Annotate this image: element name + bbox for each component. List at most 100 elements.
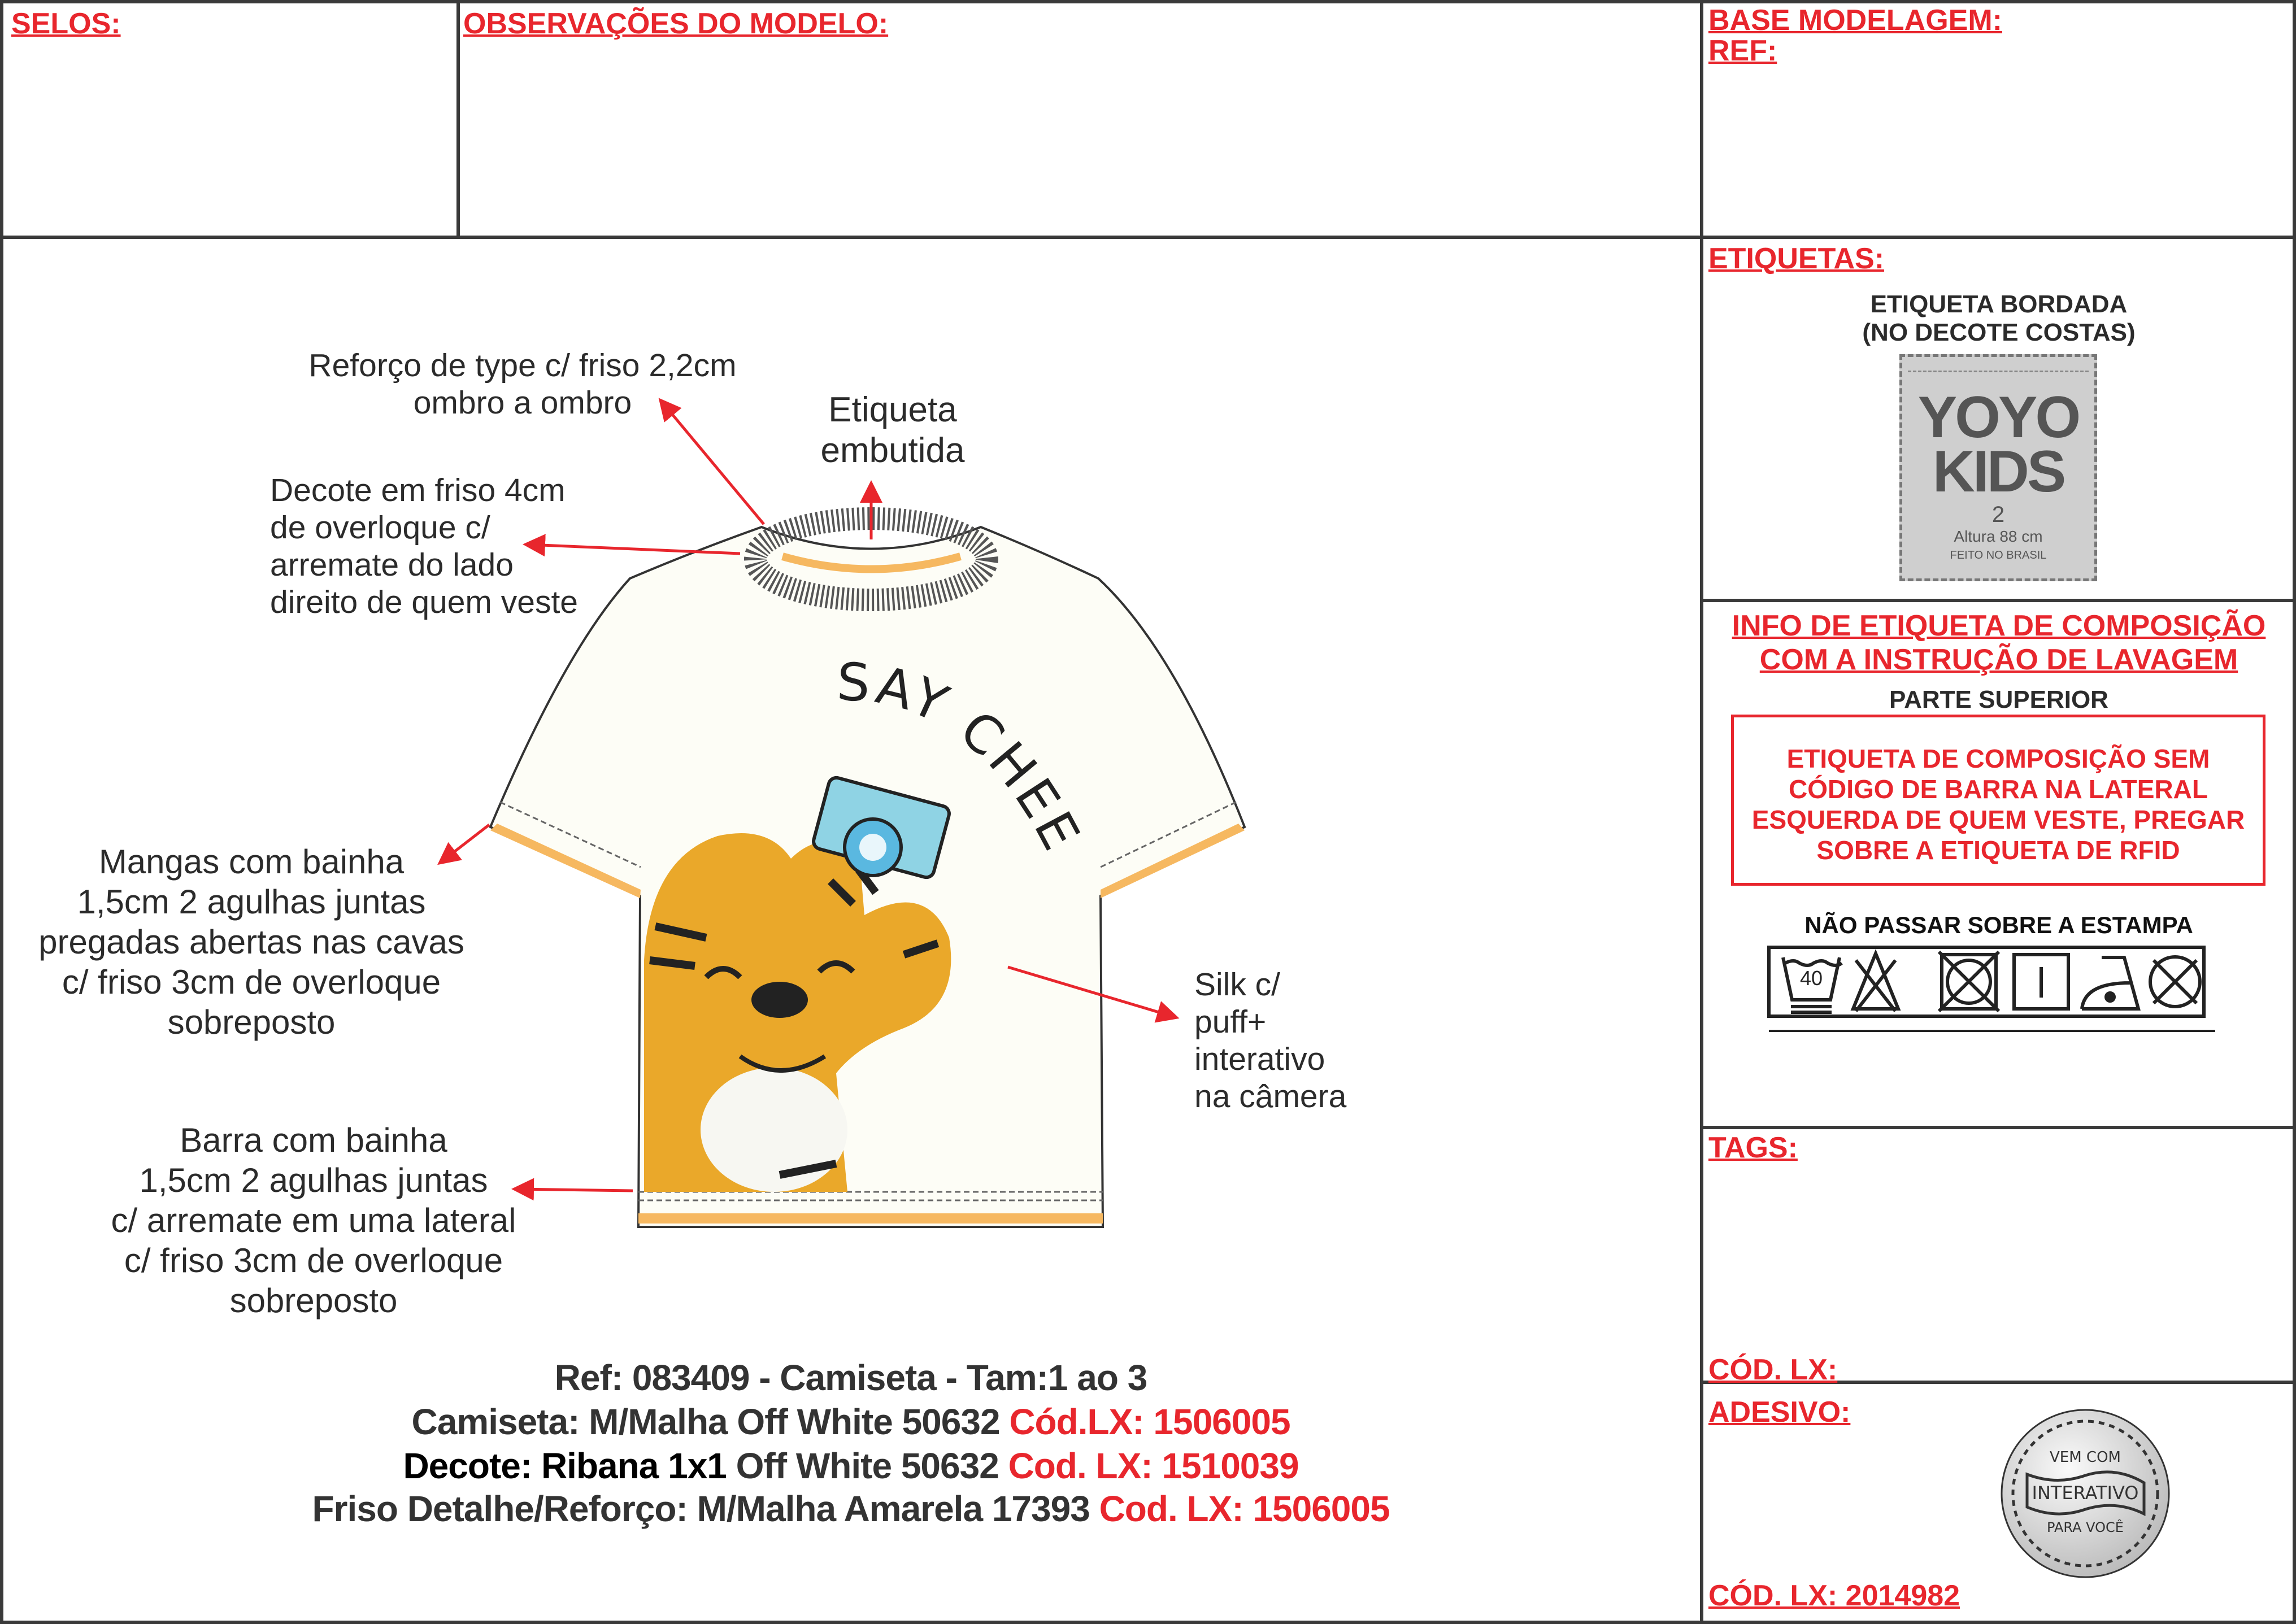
annotation-line: c/ friso 3cm de overloque [62, 963, 441, 1001]
care-symbols: 40 [1767, 946, 2215, 1032]
tags-heading: TAGS: [1708, 1131, 1798, 1164]
info-heading-line: INFO DE ETIQUETA DE COMPOSIÇÃO [1732, 609, 2266, 642]
spec-material: Decote: Ribana 1x1 [403, 1446, 727, 1486]
annotation-line: c/ arremate em uma lateral [111, 1201, 516, 1239]
info-heading-line: COM A INSTRUÇÃO DE LAVAGEM [1759, 643, 2238, 676]
divider-top-row [0, 236, 2296, 239]
annotation-barra: Barra com bainha 1,5cm 2 agulhas juntas … [56, 1120, 571, 1321]
label-height: Altura 88 cm [1954, 528, 2043, 545]
spec-material: Friso Detalhe/Reforço: M/Malha Amarela 1… [312, 1488, 1090, 1529]
label-size: 2 [1991, 502, 2005, 527]
spec-decote-line: Decote: Ribana 1x1 Off White 50632 Cod. … [0, 1445, 1702, 1487]
iron-low-icon [2080, 956, 2141, 1011]
spec-code: Cód.LX: 1506005 [1009, 1401, 1290, 1442]
arrow-silk [1007, 965, 1180, 1023]
etiqueta-title-line: (NO DECOTE COSTAS) [1862, 319, 2136, 346]
wash-40-icon: 40 [1781, 957, 1843, 1014]
annotation-line: direito de quem veste [270, 584, 578, 620]
composicao-line: ETIQUETA DE COMPOSIÇÃO SEM [1786, 744, 2210, 773]
tshirt-illustration: SAY CHEESE... [0, 0, 1246, 1228]
composicao-line: CÓDIGO DE BARRA NA LATERAL [1789, 774, 2208, 804]
composicao-box: ETIQUETA DE COMPOSIÇÃO SEM CÓDIGO DE BAR… [1731, 715, 2265, 886]
cod-lx-tags: CÓD. LX: [1708, 1353, 1838, 1386]
annotation-reforco: Reforço de type c/ friso 2,2cm ombro a o… [282, 347, 763, 421]
annotation-line: c/ friso 3cm de overloque [124, 1242, 503, 1279]
annotation-line: Decote em friso 4cm [270, 472, 566, 508]
arrow-reforco [658, 398, 765, 525]
spec-camiseta-line: Camiseta: M/Malha Off White 50632 Cód.LX… [0, 1401, 1702, 1443]
arrow-mangas [437, 824, 490, 865]
selos-heading: SELOS: [11, 7, 121, 40]
no-tumble-dry-icon [1937, 950, 2001, 1013]
annotation-line: interativo [1194, 1041, 1325, 1077]
svg-text:40: 40 [1800, 966, 1823, 990]
nao-passar-warning: NÃO PASSAR SOBRE A ESTAMPA [1804, 912, 2193, 938]
collar-rib [744, 507, 998, 611]
annotation-line: puff+ [1194, 1004, 1267, 1040]
annotation-silk: Silk c/ puff+ interativo na câmera [1194, 966, 1346, 1115]
annotation-line: sobreposto [167, 1003, 336, 1041]
etiqueta-bordada-title: ETIQUETA BORDADA (NO DECOTE COSTAS) [1702, 290, 2296, 347]
spec-code: Cod. LX: 1506005 [1089, 1488, 1390, 1529]
spec-ref-line: Ref: 083409 - Camiseta - Tam:1 ao 3 [554, 1357, 1148, 1398]
spec-friso-line: Friso Detalhe/Reforço: M/Malha Amarela 1… [0, 1488, 1702, 1530]
annotation-line: embutida [820, 431, 965, 470]
label-brand-line: KIDS [1932, 439, 2066, 504]
annotation-etiqueta-embutida: Etiqueta embutida [780, 390, 1006, 471]
label-brand-line: YOYO [1917, 385, 2081, 450]
divider-etiquetas [1702, 599, 2296, 602]
annotation-line: 1,5cm 2 agulhas juntas [77, 883, 426, 921]
frame-bottom [0, 1621, 2296, 1624]
tiger-print [644, 776, 951, 1192]
sleeve-stripe-left [490, 824, 641, 898]
sleeve-stripe-right [1101, 824, 1245, 898]
annotation-line: 1,5cm 2 agulhas juntas [139, 1161, 488, 1199]
annotation-mangas: Mangas com bainha 1,5cm 2 agulhas juntas… [0, 842, 503, 1042]
neck-tape [781, 552, 962, 573]
annotation-line: Etiqueta [828, 390, 957, 429]
observacoes-heading: OBSERVAÇÕES DO MODELO: [463, 7, 889, 40]
sticker-top-text: VEM COM [2050, 1449, 2121, 1466]
frame-top [0, 0, 2296, 3]
annotation-line: Barra com bainha [180, 1121, 447, 1159]
etiquetas-heading: ETIQUETAS: [1708, 242, 1885, 275]
sticker-bottom-text: PARA VOCÊ [2047, 1519, 2124, 1535]
spec-material: Camiseta: M/Malha Off White 50632 [411, 1401, 1010, 1442]
no-dry-clean-icon [2149, 955, 2202, 1008]
divider-selos [456, 0, 460, 237]
info-composicao-heading: INFO DE ETIQUETA DE COMPOSIÇÃO COM A INS… [1702, 609, 2296, 677]
arrow-decote [523, 534, 741, 557]
annotation-line: Mangas com bainha [98, 843, 405, 881]
annotation-line: sobreposto [229, 1282, 398, 1320]
spec-color: Off White 50632 [726, 1446, 999, 1486]
annotation-line: Silk c/ [1194, 966, 1281, 1003]
no-bleach-icon [1850, 949, 1901, 1012]
frame-right [2293, 0, 2296, 1624]
divider-info [1702, 1126, 2296, 1129]
sticker-middle-text: INTERATIVO [2032, 1482, 2139, 1504]
ref-heading: REF: [1708, 34, 1777, 67]
cod-lx-adesivo: CÓD. LX: 2014982 [1708, 1579, 1960, 1612]
hem-stripe [638, 1213, 1103, 1224]
annotation-line: arremate do lado [270, 547, 514, 583]
annotation-line: de overloque c/ [270, 510, 490, 546]
composicao-line: SOBRE A ETIQUETA DE RFID [1816, 835, 2180, 865]
annotation-line: Reforço de type c/ friso 2,2cm [308, 347, 737, 384]
label-origin: FEITO NO BRASIL [1950, 549, 2047, 561]
arrow-barra [511, 1178, 633, 1201]
divider-right-column [1700, 0, 1703, 1624]
spec-code: Cod. LX: 1510039 [998, 1446, 1299, 1486]
adesivo-heading: ADESIVO: [1708, 1396, 1851, 1429]
frame-left [0, 0, 3, 1624]
annotation-line: ombro a ombro [413, 385, 632, 421]
divider-tags [1702, 1381, 2296, 1384]
interativo-sticker: VEM COM INTERATIVO PARA VOCÊ [2001, 1409, 2170, 1578]
annotation-line: pregadas abertas nas cavas [38, 923, 464, 961]
etiqueta-title-line: ETIQUETA BORDADA [1870, 290, 2128, 318]
base-modelagem-heading: BASE MODELAGEM: [1708, 4, 2002, 37]
line-dry-icon [2012, 953, 2070, 1011]
annotation-line: na câmera [1194, 1078, 1347, 1114]
composicao-line: ESQUERDA DE QUEM VESTE, PREGAR [1751, 805, 2245, 834]
